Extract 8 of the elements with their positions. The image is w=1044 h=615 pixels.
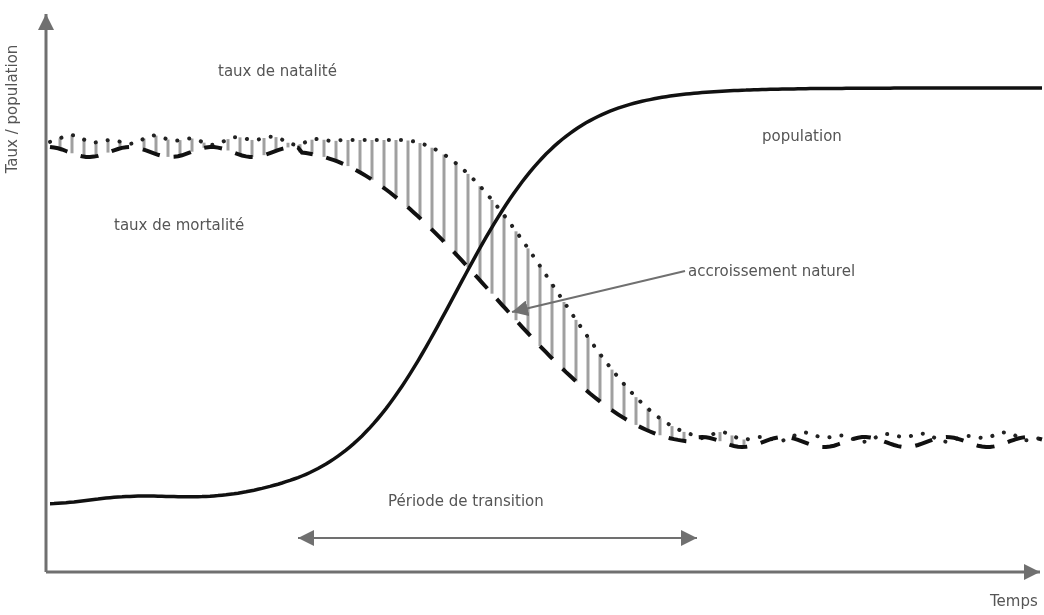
axis-title: Taux / population — [3, 44, 22, 174]
leader-arrow — [511, 270, 686, 317]
series-label: taux de natalité — [218, 62, 337, 80]
annotation-label: accroissement naturel — [688, 262, 856, 280]
series-label: population — [762, 127, 842, 145]
series-label: taux de mortalité — [114, 216, 245, 234]
period-label: Période de transition — [388, 492, 544, 510]
axis-title: Temps — [990, 592, 1038, 610]
